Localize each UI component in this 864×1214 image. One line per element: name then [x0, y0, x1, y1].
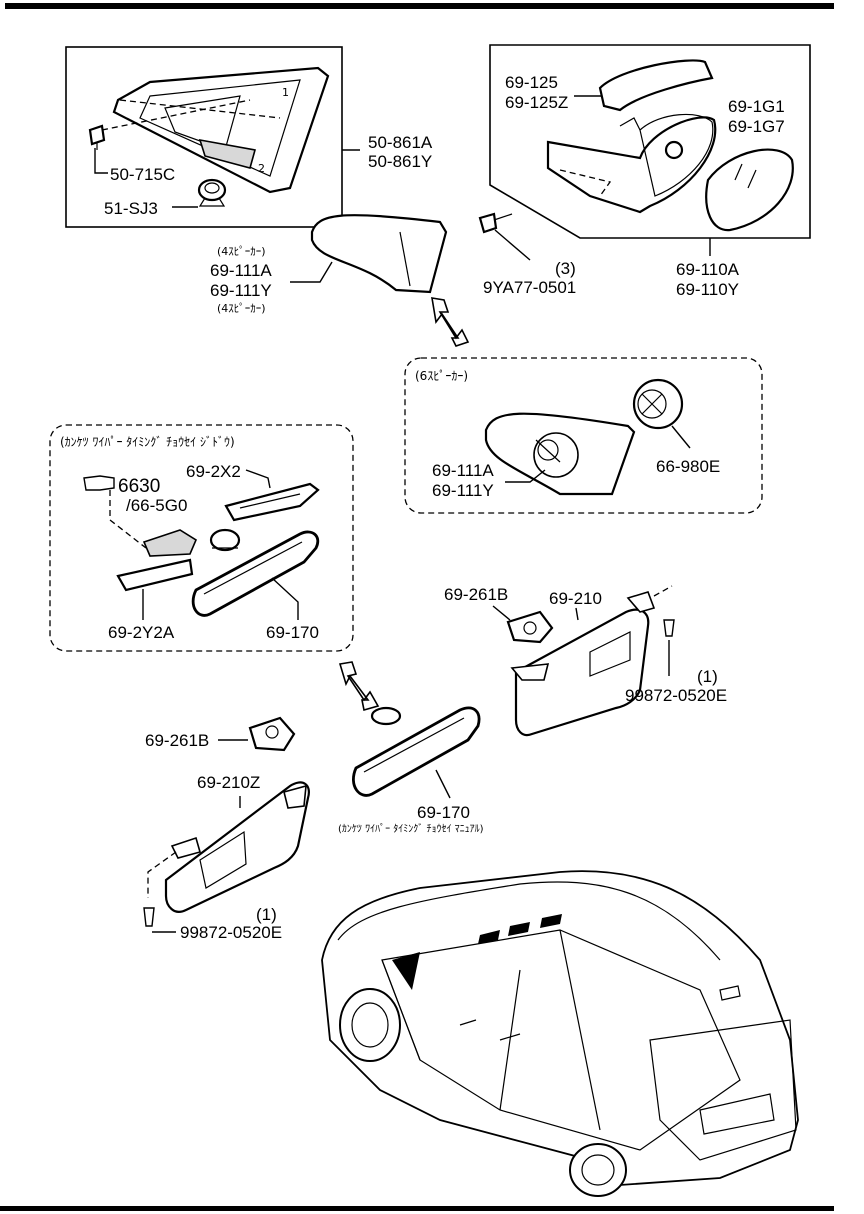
label-69-1G7: 69-1G7: [728, 117, 785, 136]
label-6630: 6630: [118, 476, 160, 497]
inner-garnish-4sp: [310, 214, 448, 294]
label-69-125Z: 69-125Z: [505, 93, 568, 112]
label-69-170-manual: 69-170: [417, 803, 470, 822]
note-4sp-bottom: (4ｽﾋﾟｰｶｰ): [217, 302, 266, 315]
label-69-2Y2A: 69-2Y2A: [108, 623, 175, 642]
label-99872-0520E-right: 99872-0520E: [625, 686, 727, 705]
cover-69-2X2: [224, 482, 320, 522]
visor-clip-right: [506, 610, 554, 644]
rain-sensor: [142, 529, 198, 557]
group-auto-box: [49, 424, 354, 652]
alternate-arrow-top: [431, 297, 470, 347]
grommet-51-SJ3: [197, 178, 227, 207]
label-50-861A: 50-861A: [368, 133, 433, 152]
bottom-rule: [0, 1206, 834, 1211]
vehicle-illustration: [321, 870, 799, 1197]
quarter-cover-part: 1 2: [101, 66, 330, 194]
label-69-261B-left: 69-261B: [145, 731, 209, 750]
top-rule: [5, 3, 834, 9]
label-99872-0520E-left: 99872-0520E: [180, 923, 282, 942]
label-51-SJ3: 51-SJ3: [104, 199, 158, 218]
label-69-110Y: 69-110Y: [676, 280, 739, 299]
inner-garnish-6sp: [484, 412, 636, 496]
cover-69-2Y2A: [116, 558, 194, 592]
reference-hand-icon: [83, 475, 115, 491]
label-66-980E: 66-980E: [656, 457, 720, 476]
label-69-111A-6sp: 69-111A: [432, 461, 494, 480]
label-66-5G0: /66-5G0: [126, 496, 187, 515]
mirror-housing: [546, 113, 717, 214]
note-manual: (ｶﾝｹﾂ ﾜｲﾊﾟｰ ﾀｲﾐﾝｸﾞ ﾁｮｳｾｲ ﾏﾆｭｱﾙ): [338, 823, 484, 835]
label-69-170-auto: 69-170: [266, 623, 319, 642]
mirror-cap-69-125: [598, 59, 714, 112]
group-auto-title: (ｶﾝｹﾂ ﾜｲﾊﾟｰ ﾀｲﾐﾝｸﾞ ﾁｮｳｾｲ ｼﾞﾄﾞｳ): [60, 435, 235, 449]
label-69-2X2: 69-2X2: [186, 462, 241, 481]
sun-visor-left: [164, 781, 310, 913]
label-99872-right-qty: (1): [697, 667, 718, 686]
note-4sp-top: (4ｽﾋﾟｰｶｰ): [217, 245, 266, 258]
label-69-261B-right: 69-261B: [444, 585, 508, 604]
group-6sp-box: [404, 357, 763, 514]
label-69-111Y-top: 69-111Y: [210, 281, 272, 300]
box-quarter-cover: [65, 46, 343, 228]
tweeter-66-980E: [632, 378, 684, 430]
label-69-111A-top: 69-111A: [210, 261, 272, 280]
mount-base: [209, 528, 241, 552]
label-69-1G1: 69-1G1: [728, 97, 785, 116]
bolt-9YA77: [478, 212, 513, 234]
group-6sp-title: (6ｽﾋﾟｰｶｰ): [415, 369, 468, 383]
rear-view-mirror-auto: [191, 530, 320, 617]
svg-text:1: 1: [282, 86, 289, 99]
sun-visor-right: [510, 591, 656, 737]
clip-50-715C: [88, 124, 106, 150]
label-69-210Z: 69-210Z: [197, 773, 260, 792]
screw-left: [143, 907, 155, 927]
label-9YA77-0501: 9YA77-0501: [483, 278, 576, 297]
mirror-glass: [705, 148, 794, 232]
label-69-110A: 69-110A: [676, 260, 740, 279]
label-50-715C: 50-715C: [110, 165, 175, 184]
label-9YA77-qty: (3): [555, 259, 576, 278]
label-50-861Y: 50-861Y: [368, 152, 432, 171]
visor-clip-left: [248, 716, 296, 752]
box-outside-mirror: [489, 44, 811, 239]
label-99872-left-qty: (1): [256, 905, 277, 924]
label-69-210: 69-210: [549, 589, 602, 608]
rear-view-mirror-manual: [352, 706, 481, 797]
screw-right: [663, 619, 675, 637]
label-69-125: 69-125: [505, 73, 558, 92]
label-69-111Y-6sp: 69-111Y: [432, 481, 494, 500]
svg-text:2: 2: [258, 162, 265, 175]
alternate-arrow-middle: [338, 661, 380, 712]
